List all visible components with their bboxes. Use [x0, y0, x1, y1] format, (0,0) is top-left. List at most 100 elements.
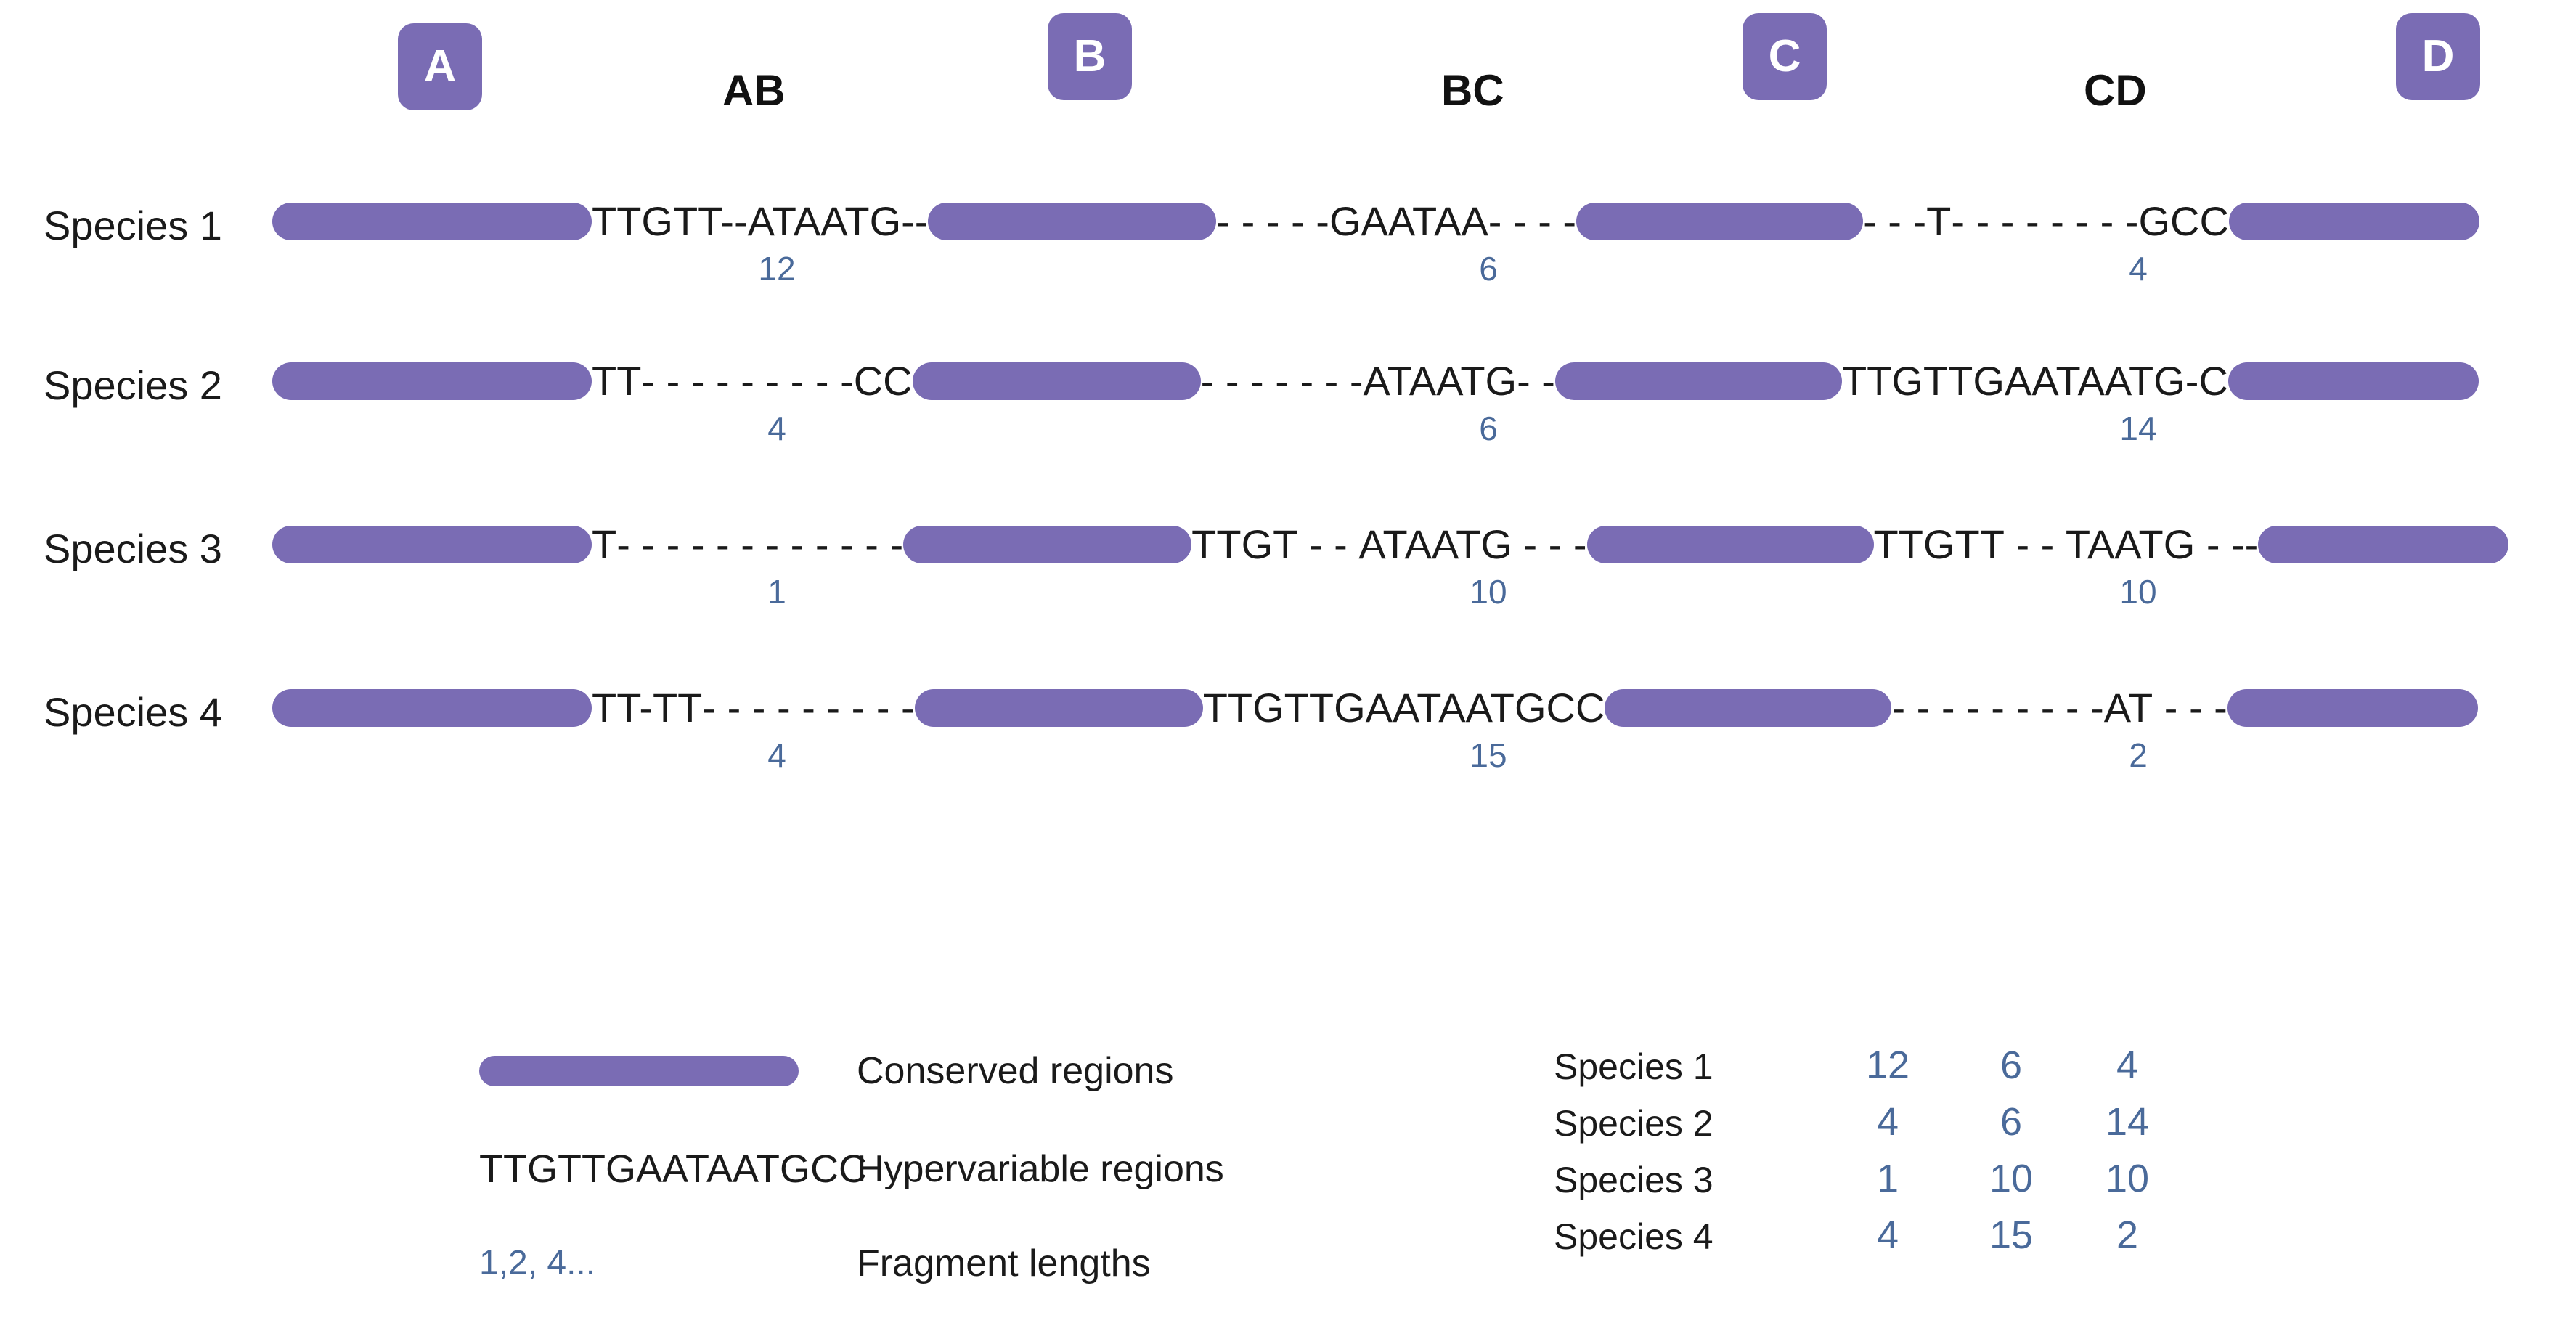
summary-fragment-length-cell: 6: [2000, 1100, 2023, 1144]
hypervariable-sequence-text: AT: [2103, 685, 2153, 730]
conserved-region-block: [903, 526, 1192, 563]
legend-description: Hypervariable regions: [857, 1148, 1224, 1190]
legend-description: Fragment lengths: [857, 1242, 1151, 1285]
summary-species-name: Species 1: [1554, 1046, 1713, 1087]
legend-item: 1,2, 4... Fragment lengths: [479, 1231, 1151, 1296]
fragment-length-number: 10: [1470, 573, 1507, 611]
conserved-region-badge-c: C: [1743, 13, 1827, 100]
hypervariable-sequence-text: - - -: [1863, 198, 1927, 244]
hypervariable-sequence-text: - -: [1517, 358, 1555, 404]
hypervariable-sequence-text: - -: [1297, 521, 1359, 567]
conserved-region-block: [272, 526, 592, 563]
summary-fragment-length-cell: 4: [2116, 1043, 2139, 1087]
fragment-length-number: 6: [1479, 250, 1498, 288]
summary-fragment-length-cell: 10: [1989, 1157, 2034, 1200]
species-label: Species 3: [44, 526, 222, 571]
legend-description: Conserved regions: [857, 1050, 1174, 1092]
legend-key-nums: 1,2, 4...: [479, 1246, 857, 1281]
conserved-region-block: [2227, 362, 2479, 400]
hypervariable-region-label-bc: BC: [1441, 66, 1504, 115]
fragment-length-number: 12: [758, 250, 796, 288]
conserved-region-badge-d: D: [2396, 13, 2480, 100]
summary-fragment-length-cell: 1: [1876, 1157, 1899, 1200]
species-label: Species 1: [44, 203, 222, 248]
fragment-length-number: 6: [1479, 410, 1498, 447]
fragment-length-number: 10: [2119, 573, 2157, 611]
summary-fragment-length-cell: 4: [1876, 1213, 1899, 1257]
summary-fragment-length-cell: 12: [1865, 1043, 1910, 1087]
alignment-row: Species 3 T- - - - - - - - - - - - TTGT - …: [0, 508, 2576, 617]
conserved-region-block: [912, 362, 1201, 400]
fragment-length-number: 2: [2129, 736, 2148, 774]
hypervariable-sequence-text: TTGT: [1191, 521, 1298, 567]
hypervariable-sequence-text: TAATG: [2065, 521, 2196, 567]
summary-fragment-length-cell: 6: [2000, 1043, 2023, 1087]
legend-key-conserved: [479, 1056, 857, 1086]
conserved-region-block: [272, 362, 592, 400]
hypervariable-sequence-text: TT: [592, 358, 642, 404]
conserved-region-block: [914, 689, 1203, 727]
hypervariable-sequence-text: - - - -: [1488, 198, 1577, 244]
fragment-length-number: 15: [1470, 736, 1507, 774]
fragment-length-number: 4: [767, 736, 786, 774]
conserved-region-block: [2228, 203, 2479, 240]
sequence-track: TT- - - - - - - - -CC- - - - - - -ATAATG…: [272, 345, 2576, 418]
conserved-region-badge-a: A: [398, 23, 482, 110]
fragment-length-number: 4: [767, 410, 786, 447]
hypervariable-region-label-ab: AB: [722, 66, 786, 115]
hypervariable-sequence-text: TT-TT: [592, 685, 703, 730]
conserved-region-block: [1586, 526, 1874, 563]
legend-sequence-sample: TTGTTGAATAATGCC: [479, 1147, 867, 1191]
hypervariable-sequence-text: TTGTTGAATAATGCC: [1202, 685, 1605, 730]
conserved-region-block: [1605, 689, 1892, 727]
hypervariable-sequence-text: T: [1926, 198, 1952, 244]
hypervariable-sequence-text: - - - - - -: [1214, 358, 1364, 404]
species-label: Species 4: [44, 689, 222, 735]
sequence-track: TT-TT- - - - - - - - - TTGTTGAATAATGCC - -…: [272, 672, 2576, 744]
conserved-region-block: [272, 689, 592, 727]
hypervariable-sequence-text: TTGTTGAATAATG-C: [1841, 358, 2228, 404]
legend-fragment-number-sample: 1,2, 4...: [479, 1244, 596, 1282]
fragment-length-number: 4: [2129, 250, 2148, 288]
hypervariable-sequence-text: - - -: [2153, 685, 2227, 730]
hypervariable-sequence-text: TTGTT--ATAATG--: [592, 198, 929, 244]
hypervariable-sequence-text: GCC: [2138, 198, 2229, 244]
hypervariable-region-label-cd: CD: [2084, 66, 2147, 115]
hypervariable-sequence-text: CC: [853, 358, 913, 404]
hypervariable-sequence-text: - - - - - - - -: [1951, 198, 2139, 244]
hypervariable-sequence-text: ATAATG: [1358, 521, 1512, 567]
species-label: Species 2: [44, 362, 222, 408]
summary-species-name: Species 4: [1554, 1216, 1713, 1257]
conserved-region-block: [2227, 689, 2478, 727]
summary-fragment-length-cell: 14: [2105, 1100, 2150, 1144]
legend-key-seq: TTGTTGAATAATGCC: [479, 1149, 867, 1189]
summary-fragment-length-cell: 2: [2116, 1213, 2139, 1257]
conserved-region-block: [1576, 203, 1864, 240]
legend-item: Conserved regions: [479, 1038, 1173, 1104]
hypervariable-sequence-text: - - - - -: [1216, 198, 1329, 244]
hypervariable-sequence-text: - --: [2195, 521, 2259, 567]
summary-fragment-length-cell: 4: [1876, 1100, 1899, 1144]
sequence-track: T- - - - - - - - - - - -TTGT - - ATAATG …: [272, 508, 2576, 581]
conserved-region-block: [1554, 362, 1842, 400]
conserved-region-block: [928, 203, 1217, 240]
conserved-region-block: [272, 203, 592, 240]
conserved-region-badge-b: B: [1048, 13, 1132, 100]
summary-fragment-length-cell: 15: [1989, 1213, 2034, 1257]
hypervariable-sequence-text: T: [592, 521, 617, 567]
fragment-length-number: 14: [2119, 410, 2157, 447]
hypervariable-sequence-text: - - - - - - - - - - - -: [616, 521, 904, 567]
hypervariable-sequence-text: -: [1200, 358, 1215, 404]
hypervariable-sequence-text: ATAATG: [1363, 358, 1517, 404]
alignment-row: Species 4 TT-TT- - - - - - - - - TTGTTGAAT…: [0, 672, 2576, 781]
hypervariable-sequence-text: GAATAA: [1329, 198, 1488, 244]
summary-species-name: Species 3: [1554, 1160, 1713, 1200]
hypervariable-sequence-text: - - -: [1512, 521, 1587, 567]
hypervariable-sequence-text: - - - - - - - - -: [702, 685, 915, 730]
conserved-region-block: [2258, 526, 2509, 563]
